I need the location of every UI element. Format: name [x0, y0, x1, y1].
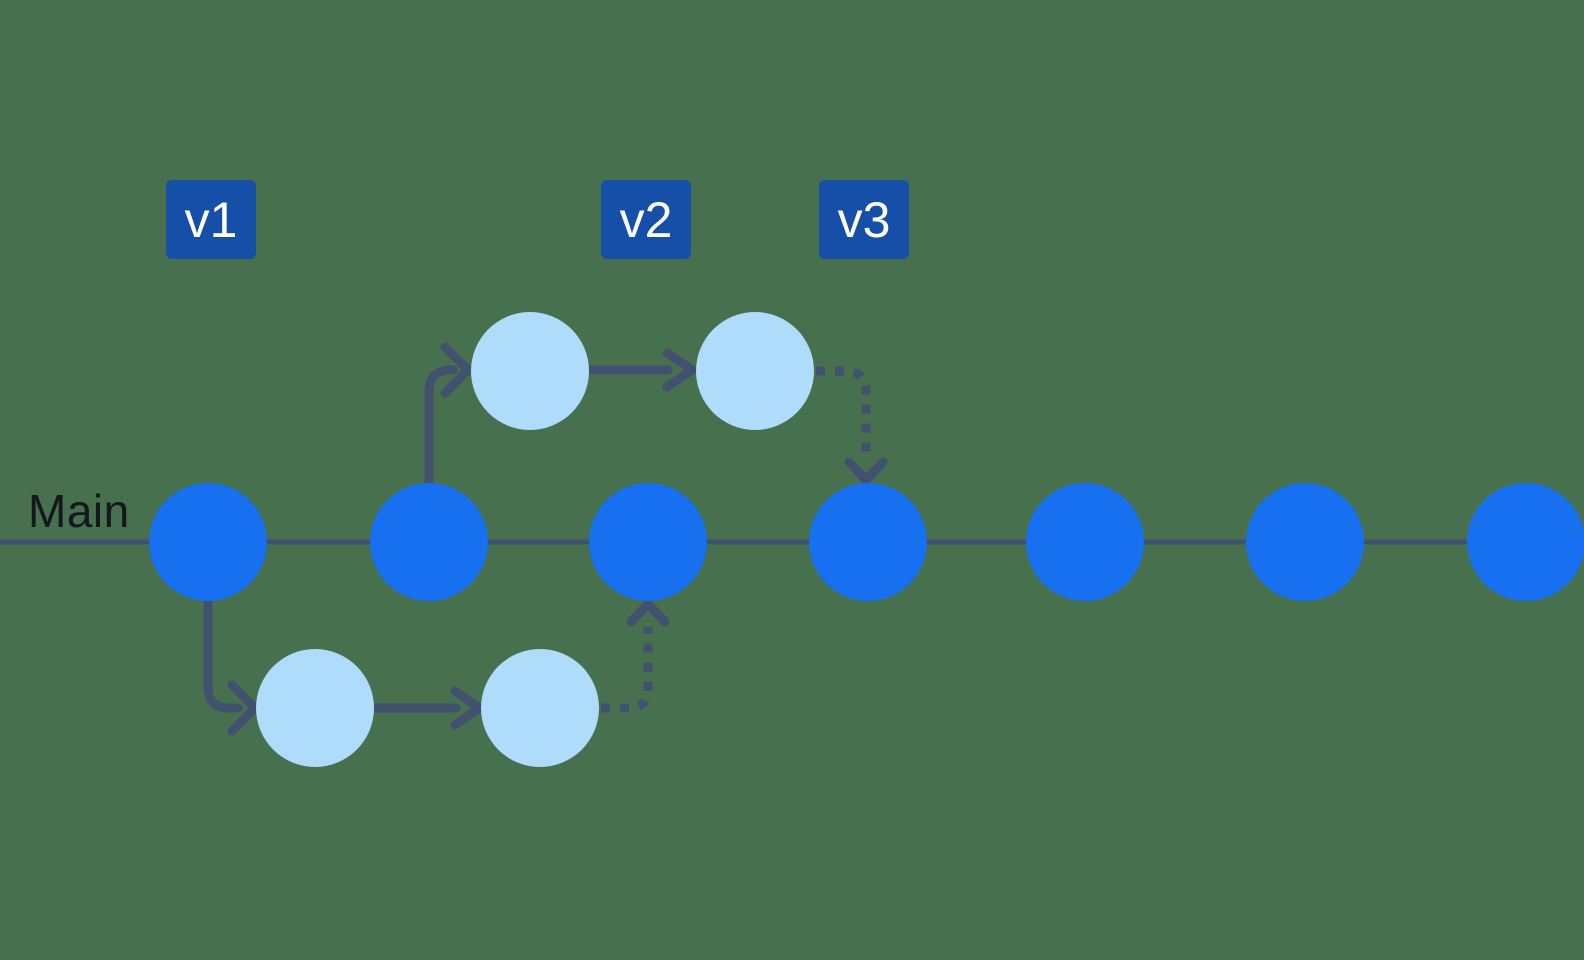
lower-branch-commit-1	[256, 649, 374, 767]
version-tag-v2: v2	[601, 180, 691, 259]
lower-branch-out-connector	[203, 596, 243, 713]
lower-branch-arrowhead-icon	[450, 686, 484, 730]
main-commit-6	[1246, 483, 1364, 601]
main-commit-7	[1467, 483, 1584, 601]
main-branch-label: Main	[28, 485, 130, 537]
version-tag-v1-label: v1	[184, 191, 238, 248]
upper-branch-out-arrowhead-icon	[440, 342, 473, 398]
main-commit-5	[1026, 483, 1144, 601]
upper-merge-arrowhead-icon	[844, 457, 888, 485]
version-tag-v1: v1	[166, 180, 256, 259]
upper-branch-out-connector	[424, 365, 458, 488]
version-tag-v3-label: v3	[837, 191, 891, 248]
lower-merge-arrowhead-icon	[626, 599, 670, 627]
version-tag-v2-label: v2	[619, 191, 673, 248]
lower-branch-commit-2	[481, 649, 599, 767]
main-commit-4	[809, 483, 927, 601]
upper-branch-arrowhead-icon	[662, 348, 697, 392]
lower-branch-out-arrowhead-icon	[227, 680, 260, 736]
upper-merge-dotted-connector	[816, 366, 871, 458]
version-tag-v3: v3	[819, 180, 909, 259]
main-commit-3	[589, 483, 707, 601]
upper-branch-commit-2	[696, 312, 814, 430]
lower-merge-dotted-connector	[601, 627, 653, 713]
upper-branch-commit-1	[471, 312, 589, 430]
main-commit-2	[370, 483, 488, 601]
main-commit-1	[149, 483, 267, 601]
